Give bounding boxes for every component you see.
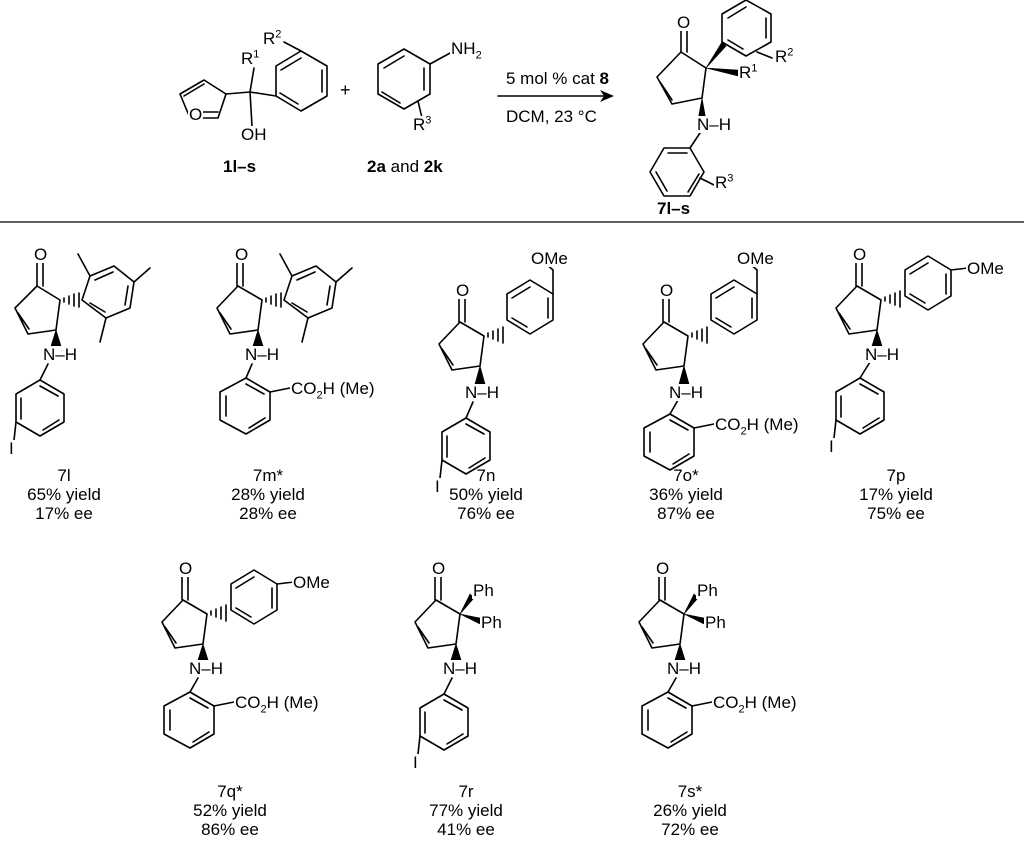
structure-7n xyxy=(438,261,554,479)
7m-nh: N–H xyxy=(244,345,281,364)
7n-carbonyl-o: O xyxy=(455,281,471,300)
7o-nh: N–H xyxy=(668,383,705,402)
structure-7s xyxy=(638,575,713,749)
7r-nh: N–H xyxy=(442,659,479,678)
7n-nh: N–H xyxy=(464,383,501,402)
r2-label: R2 xyxy=(262,28,283,48)
product-r2-label: R2 xyxy=(774,46,795,66)
7p-carbonyl-o: O xyxy=(852,245,868,264)
structure-7l xyxy=(13,253,151,441)
amine-label: NH2 xyxy=(450,39,483,62)
hydroxyl-label: OH xyxy=(240,125,268,144)
reactant-2-structure xyxy=(377,48,453,119)
7q-ester: CO2H (Me) xyxy=(234,693,320,716)
7q-methoxy: OMe xyxy=(292,573,331,592)
7q-nh: N–H xyxy=(188,659,225,678)
furan-oxygen-label: O xyxy=(188,105,204,124)
7o-methoxy: OMe xyxy=(736,249,775,268)
7l-nh: N–H xyxy=(42,345,79,364)
product-r3-label: R3 xyxy=(714,172,735,192)
structure-7p xyxy=(833,255,969,439)
7q-carbonyl-o: O xyxy=(178,559,194,578)
7s-phenyl-1: Ph xyxy=(696,581,719,600)
conditions-catalyst: 5 mol % cat 8 xyxy=(506,69,610,88)
r1-label: R1 xyxy=(240,48,261,68)
7s-nh: N–H xyxy=(666,659,703,678)
7m-ester: CO2H (Me) xyxy=(290,379,376,402)
7r-phenyl-1: Ph xyxy=(472,581,495,600)
7s-ester: CO2H (Me) xyxy=(712,693,798,716)
product-r1-label: R1 xyxy=(738,62,759,82)
conditions-solvent: DCM, 23 °C xyxy=(506,107,597,126)
7p-methoxy: OMe xyxy=(966,259,1005,278)
7l-iodo: I xyxy=(8,439,15,458)
7n-methoxy: OMe xyxy=(530,249,569,268)
7p-iodo: I xyxy=(828,437,835,456)
7o-ester: CO2H (Me) xyxy=(714,415,800,438)
7s-phenyl-2: Ph xyxy=(704,613,727,632)
structure-7m xyxy=(216,253,353,435)
reactant-2-id: 2a and 2k xyxy=(366,157,444,176)
7m-carbonyl-o: O xyxy=(234,245,250,264)
7o-carbonyl-o: O xyxy=(659,281,675,300)
product-structure xyxy=(649,0,773,197)
product-carbonyl-o: O xyxy=(676,13,692,32)
structure-7q xyxy=(161,569,295,749)
arrow-head xyxy=(600,90,614,102)
r3-label: R3 xyxy=(412,114,433,134)
7r-phenyl-2: Ph xyxy=(480,613,503,632)
7r-iodo: I xyxy=(412,753,419,772)
7l-carbonyl-o: O xyxy=(33,245,49,264)
product-id: 7l–s xyxy=(656,199,692,218)
7p-nh: N–H xyxy=(864,345,901,364)
product-nh-label: N–H xyxy=(696,115,733,134)
7s-carbonyl-o: O xyxy=(655,559,671,578)
plus-sign: + xyxy=(340,80,351,100)
reactant-1-id: 1l–s xyxy=(222,157,258,176)
7n-iodo: I xyxy=(434,477,441,496)
7r-carbonyl-o: O xyxy=(431,559,447,578)
